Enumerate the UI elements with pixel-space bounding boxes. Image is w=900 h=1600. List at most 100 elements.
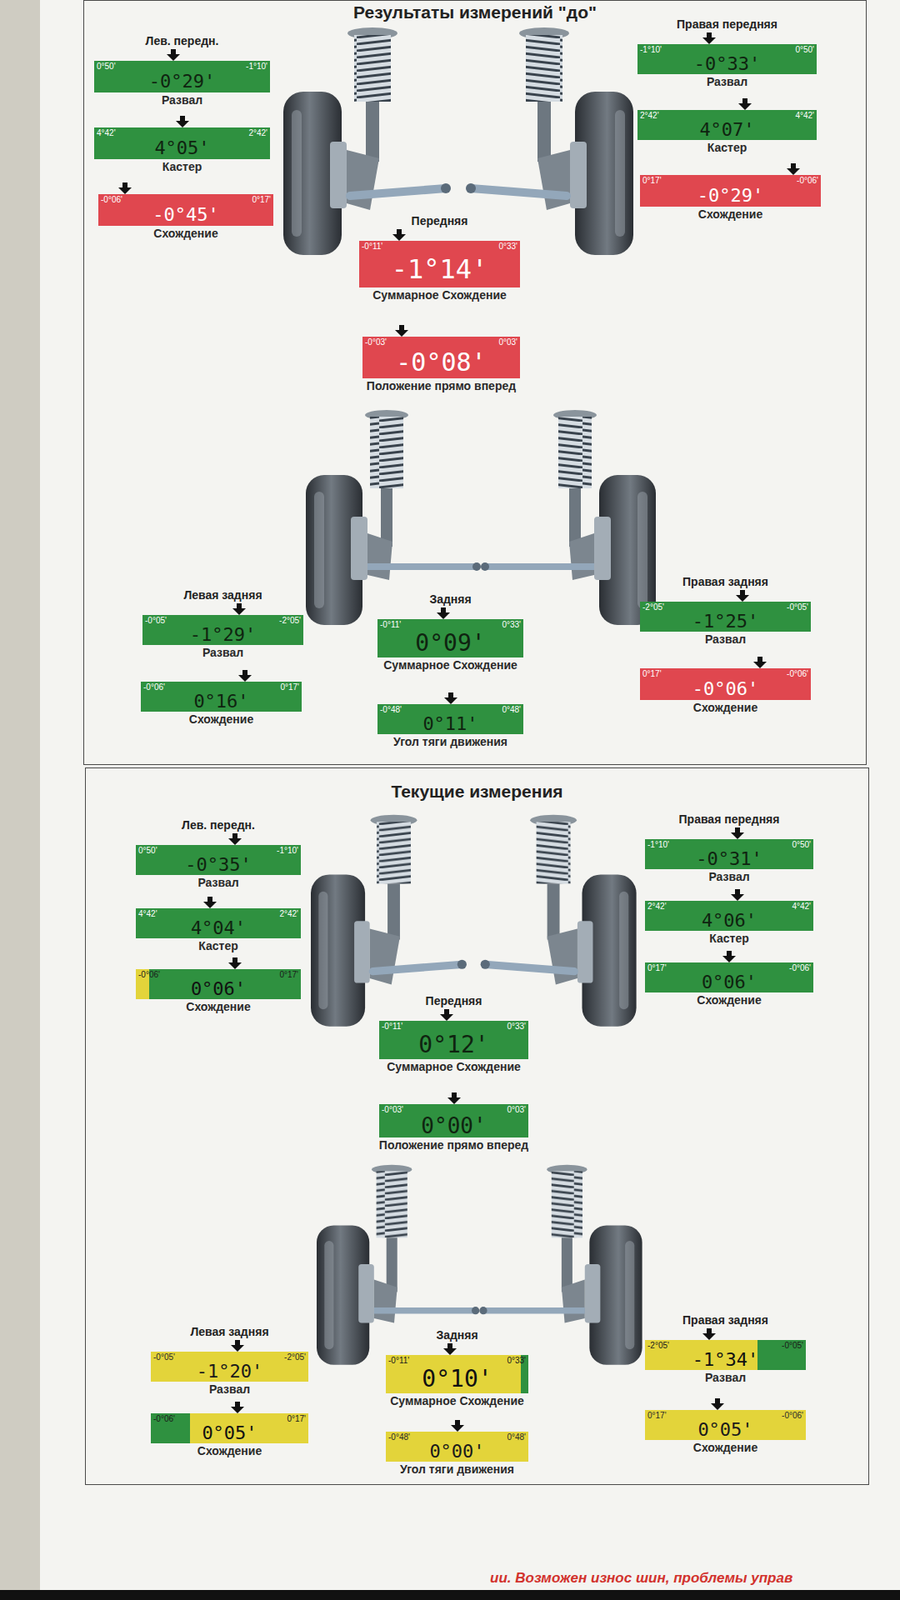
range-limit: -0°05' [145,615,167,625]
measured-value: 0°12' [418,1033,489,1057]
pointer-arrow [645,1328,806,1340]
range-limit: 0°50' [96,61,116,71]
parameter-caption: Угол тяги движения [400,1461,515,1477]
gauge-box: 4°42'2°42'4°05'Кастер [94,115,270,175]
range-limit: 0°17' [647,963,667,973]
measured-value: 0°05' [201,1424,257,1443]
measured-value: -0°08' [395,350,486,375]
measured-value: 0°09' [415,631,485,655]
range-limit: -1°10' [647,840,670,850]
gauge-box: Правая передняя-1°10'0°50'-0°31'Развал [645,810,814,885]
range-bar: 2°42'4°42'4°07' [637,110,817,140]
pointer-arrow [447,1092,461,1105]
pointer-arrow [94,49,270,61]
measured-value: -1°20' [196,1362,263,1381]
measured-value: -0°29' [149,72,215,91]
pointer-arrow [362,325,520,337]
range-limit: 0°48' [506,1432,526,1442]
pointer-arrow [118,182,132,195]
gauge-box: 2°42'4°42'4°07'Кастер [637,98,817,155]
wheel-heading: Задняя [435,1326,478,1344]
pointer-arrow [440,1009,454,1021]
pointer-arrow [98,182,274,195]
parameter-caption: Кастер [709,930,749,946]
pointer-arrow [640,656,811,669]
range-bar: 0°17'-0°06'-0°29' [640,175,821,207]
gauge-box: -0°06'0°17'0°06'Схождение [135,957,301,1015]
range-limit: -1°10' [245,61,268,71]
range-bar: 0°50' -1°10' -0°29' [94,60,270,93]
range-limit: 0°17' [280,682,300,692]
pointer-arrow [786,163,800,175]
measured-value: 0°16' [193,692,249,711]
pointer-arrow [450,1420,465,1432]
pointer-arrow [135,833,301,845]
range-bar: -0°06'0°17'0°06' [135,969,301,1000]
pointer-arrow [94,115,270,128]
pointer-arrow [392,229,406,241]
parameter-caption: Схождение [693,1440,758,1455]
pointer-arrow [135,957,301,970]
pointer-arrow [228,833,242,845]
parameter-caption: Кастер [162,159,202,175]
parameter-caption: Положение прямо вперед [379,1137,529,1153]
range-limit: -0°05' [786,602,809,612]
measured-value: -1°34' [692,1350,759,1370]
wheel-heading: Правая задняя [682,573,769,590]
gauge-box: Лев. передн.0°50'-1°10'-0°29'Развал [94,32,270,108]
range-limit: -2°05' [284,1352,306,1362]
range-bar: -0°11'0°33'0°09' [377,619,524,658]
wheel-heading: Лев. передн. [145,32,220,50]
range-limit: 0°33' [498,241,518,251]
measured-value: -0°35' [185,855,251,875]
gauge-box: Правая задняя-2°05'-0°05'-1°34'Развал [645,1311,806,1385]
paper-edge [0,0,40,1600]
measured-value: 0°00' [420,1115,486,1137]
range-bar: -1°10'0°50'-0°33' [637,44,817,75]
pointer-arrow [395,325,409,337]
parameter-caption: Суммарное Схождение [372,287,507,303]
range-limit: -0°05' [781,1340,804,1350]
pointer-arrow [645,950,814,963]
pointer-arrow [436,607,450,620]
gauge-box: -0°03'0°03'-0°08'Положение прямо вперед [362,325,520,394]
range-limit: 0°17' [642,669,662,679]
pointer-arrow [645,827,814,840]
pointer-arrow [135,896,301,909]
range-limit: 0°33' [506,1021,526,1031]
range-limit: 0°17' [251,195,271,205]
parameter-caption: Схождение [693,700,758,715]
range-limit: -0°05' [153,1352,175,1362]
pointer-arrow [232,603,246,615]
range-bar: -0°48'0°48'0°00' [385,1431,529,1462]
range-limit: 4°42' [791,901,811,911]
gauge-box: 2°42'4°42'4°06'Кастер [645,889,814,946]
measured-value: -0°33' [694,55,760,74]
parameter-caption: Развал [705,1370,746,1385]
range-bar: 0°17'-0°06'0°06' [645,962,814,993]
range-limit: -0°48' [388,1432,410,1442]
range-bar: -2°05' -0°05' -1°34' [645,1340,806,1370]
parameter-caption: Схождение [696,992,761,1008]
measured-value: -1°14' [391,255,489,283]
range-limit: 2°42' [647,901,667,911]
range-bar: -0°05' -2°05' -1°20' [150,1351,309,1382]
gauge-box: -0°48'0°48'0°11'Угол тяги движения [377,692,524,750]
measured-value: 0°06' [701,973,757,992]
wheel-heading: Лев. передн. [181,816,255,834]
wheel-heading: Передняя [411,212,469,230]
gauge-box: Левая задняя-0°05'-2°05'-1°20'Развал [150,1323,309,1397]
pointer-arrow [377,607,524,620]
range-bar: -0°48'0°48'0°11' [377,704,524,735]
pointer-arrow [238,670,252,682]
range-limit: -2°05' [647,1340,670,1350]
pointer-arrow [142,603,304,615]
pointer-arrow [637,32,817,45]
range-bar: -0°06'0°17'-0°45' [98,194,274,226]
range-limit: -0°03' [381,1105,404,1115]
pointer-arrow [722,950,736,963]
measured-value: 0°05' [697,1420,753,1440]
gauge-box: Левая задняя-0°05'-2°05'-1°29'Развал [142,586,304,660]
range-bar: -0°11'0°33'-1°14' [359,240,520,288]
range-limit: -0°06' [781,1410,804,1420]
